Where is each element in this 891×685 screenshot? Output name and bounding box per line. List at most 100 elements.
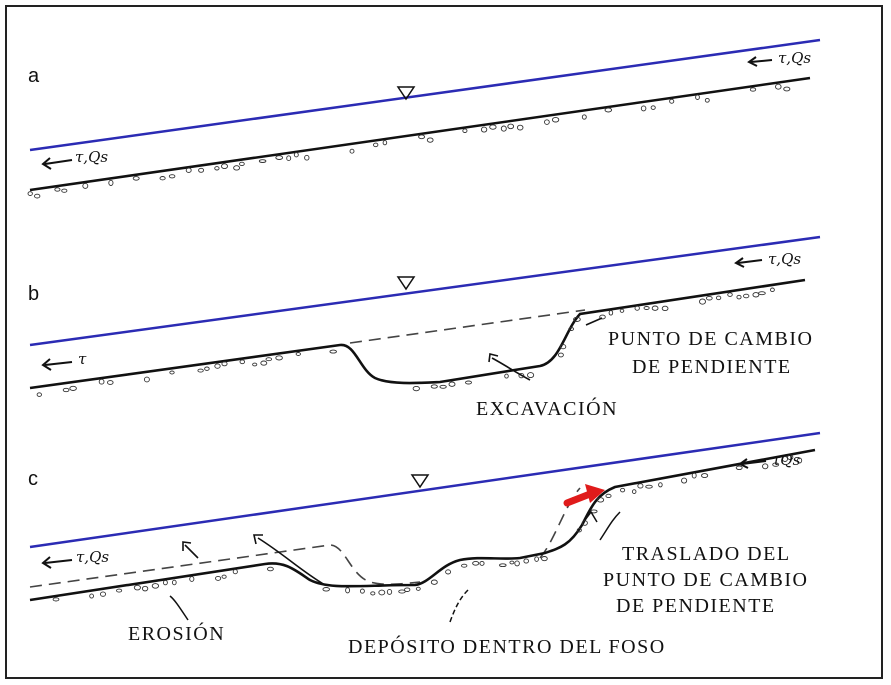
gravel-pebble	[762, 463, 769, 470]
gravel-pebble	[637, 483, 644, 489]
gravel-pebble	[480, 126, 488, 133]
gravel-pebble	[573, 316, 581, 322]
panel-b-knickpoint-label-2: DE PENDIENTE	[632, 356, 792, 378]
gravel-pebble	[735, 465, 743, 471]
gravel-pebble	[260, 360, 268, 366]
panel-b-left-label: τ	[78, 350, 87, 368]
gravel-pebble	[743, 293, 750, 299]
gravel-pebble	[643, 306, 650, 310]
panel-c-flow-left: τ,Qs	[41, 548, 109, 569]
gravel-pebble	[214, 166, 220, 171]
gravel-pebble	[661, 305, 669, 312]
gravel-pebble	[258, 159, 267, 163]
panel-c-knickpoint-pointer	[599, 511, 621, 541]
gravel-pebble	[439, 384, 447, 389]
panel-c-deposit-pointer	[449, 589, 469, 623]
gravel-pebble	[426, 137, 434, 143]
gravel-pebble	[599, 314, 606, 320]
gravel-pebble	[185, 167, 192, 173]
gravel-pebble	[640, 105, 647, 112]
gravel-pebble	[590, 509, 598, 514]
gravel-pebble	[608, 310, 614, 316]
gravel-pebble	[645, 484, 653, 489]
gravel-pebble	[275, 355, 283, 361]
gravel-pebble	[295, 352, 301, 356]
gravel-pebble	[143, 376, 150, 383]
gravel-pebble	[769, 287, 775, 293]
arrow-head-icon	[253, 534, 263, 545]
gravel-pebble	[69, 385, 77, 391]
gravel-pebble	[107, 380, 114, 385]
gravel-pebble	[461, 563, 468, 568]
gravel-pebble	[604, 107, 613, 113]
panel-c-erosion-arrow-1	[184, 544, 199, 559]
gravel-pebble	[559, 344, 567, 350]
gravel-pebble	[345, 587, 351, 594]
panel-b-excavation-label: EXCAVACIÓN	[476, 396, 618, 420]
gravel-pebble	[171, 579, 177, 586]
gravel-pebble	[544, 119, 550, 125]
gravel-pebble	[518, 372, 525, 379]
gravel-pebble	[275, 155, 284, 160]
gravel-pebble	[634, 305, 640, 311]
gravel-pebble	[82, 182, 89, 189]
gravel-pebble	[541, 556, 548, 562]
gravel-pebble	[412, 385, 420, 392]
panel-c-letter: c	[28, 468, 38, 490]
panel-b-bed	[29, 278, 806, 390]
gravel-pebble	[462, 128, 468, 133]
gravel-pebble	[386, 588, 393, 595]
gravel-pebble	[576, 528, 582, 533]
panel-c-erosion-label: EROSIÓN	[128, 621, 225, 645]
gravel-pebble	[527, 372, 535, 379]
gravel-pebble	[404, 587, 411, 592]
left-arrow-icon	[737, 259, 763, 264]
panel-a-water-surface	[29, 38, 821, 152]
water-surface-triangle-icon	[396, 86, 416, 101]
panel-b-letter: b	[28, 283, 39, 305]
gravel-pebble	[514, 560, 520, 567]
panel-c: c τ,Qs τQs	[28, 431, 821, 658]
panel-c-erosion-arrow-2	[257, 537, 326, 586]
gravel-pebble	[62, 387, 70, 393]
gravel-pebble	[286, 155, 292, 162]
left-arrow-icon-head	[41, 157, 52, 170]
panel-c-flow-right: τQs	[738, 451, 801, 469]
gravel-pebble	[61, 188, 68, 193]
gravel-pebble	[373, 142, 379, 148]
gravel-pebble	[221, 574, 227, 579]
left-arrow-icon-head	[747, 56, 758, 67]
panel-a: a τ,Qs τ,Qs	[27, 38, 821, 199]
gravel-pebble	[52, 597, 60, 602]
gravel-pebble	[359, 588, 365, 594]
gravel-pebble	[534, 556, 539, 562]
gravel-pebble	[221, 163, 228, 170]
gravel-pebble	[329, 349, 337, 354]
panel-b-excavation-arrow	[491, 357, 531, 381]
gravel-pebble	[669, 98, 675, 104]
gravel-pebble	[198, 167, 205, 173]
gravel-pebble	[132, 176, 140, 181]
gravel-pebble	[34, 193, 41, 199]
panel-b-flow-right: τ,Qs	[734, 250, 801, 268]
panel-c-deposit-label: DEPÓSITO DENTRO DEL FOSO	[348, 634, 666, 658]
gravel-pebble	[752, 292, 760, 298]
gravel-pebble	[418, 134, 426, 140]
panel-a-letter: a	[28, 65, 40, 87]
gravel-pebble	[349, 148, 355, 154]
gravel-pebble	[715, 295, 722, 301]
gravel-pebble	[704, 97, 710, 103]
gravel-pebble	[695, 94, 700, 100]
gravel-pebble	[430, 579, 438, 585]
gravel-pebble	[783, 86, 791, 92]
gravel-pebble	[54, 187, 61, 192]
gravel-pebble	[551, 116, 560, 123]
gravel-pebble	[509, 560, 515, 565]
gravel-pebble	[650, 105, 656, 110]
gravel-pebble	[596, 497, 605, 503]
gravel-pebble	[500, 125, 507, 132]
gravel-pebble	[162, 579, 168, 586]
gravel-pebble	[504, 373, 509, 379]
gravel-pebble	[489, 124, 497, 130]
gravel-pebble	[658, 482, 663, 488]
